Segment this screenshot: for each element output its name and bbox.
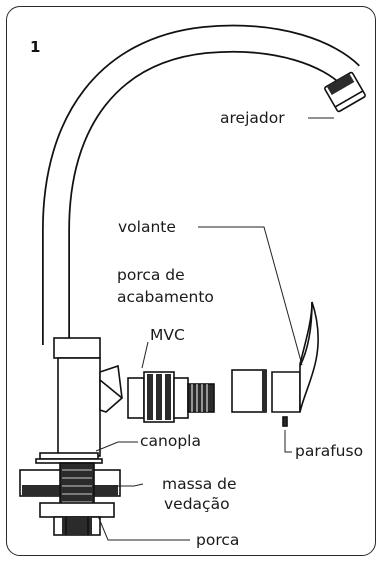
screw: [282, 416, 288, 427]
faucet-body: [57, 357, 123, 457]
label-canopla: canopla: [140, 432, 201, 450]
spout-collar: [53, 337, 101, 359]
label-massa-vedacao-line2: vedação: [164, 495, 230, 513]
label-massa-vedacao-line1: massa de: [162, 475, 237, 493]
handle: [271, 301, 319, 413]
label-parafuso: parafuso: [295, 442, 363, 460]
label-porca-acabamento-line2: acabamento: [117, 288, 214, 306]
mvc-cartridge: [127, 371, 215, 423]
aerator: [324, 71, 366, 113]
label-porca-acabamento-line1: porca de: [117, 266, 185, 284]
canopla-flange: [35, 452, 103, 464]
bottom-nut: [39, 502, 115, 536]
label-arejador: arejador: [220, 109, 285, 127]
leader-lines: [95, 117, 334, 541]
spout: [42, 24, 360, 345]
label-porca: porca: [196, 531, 239, 549]
figure-number: 1: [30, 38, 40, 56]
label-volante: volante: [118, 218, 176, 236]
finishing-nut: [231, 369, 267, 413]
label-mvc: MVC: [150, 326, 185, 344]
figure-frame: [6, 6, 376, 556]
